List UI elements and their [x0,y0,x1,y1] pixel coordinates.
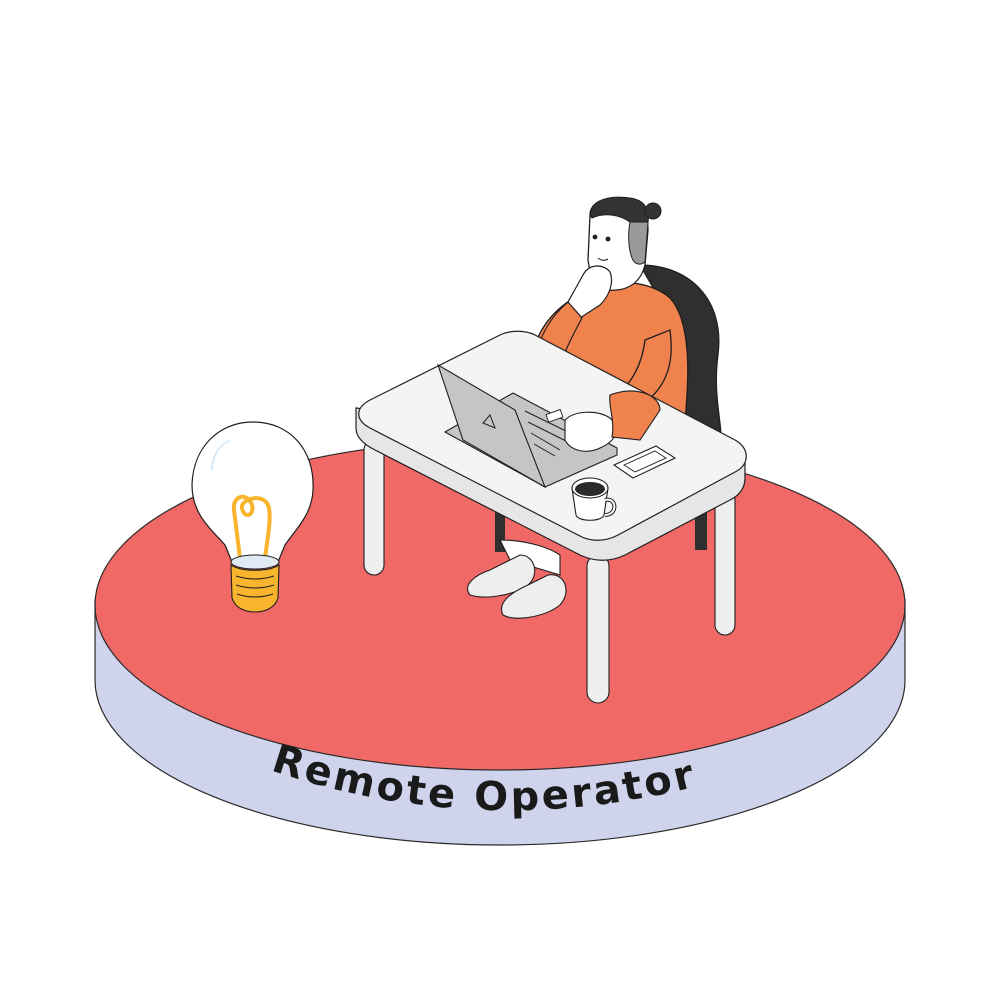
laptop [437,363,618,489]
hand-on-chin [567,265,613,319]
shoe-left [467,554,536,598]
filament [231,494,272,559]
light-bulb [191,421,314,613]
shoe-right [501,574,567,619]
smartphone [612,445,677,479]
typing-hand [564,390,661,452]
coffee-mug [571,477,617,521]
